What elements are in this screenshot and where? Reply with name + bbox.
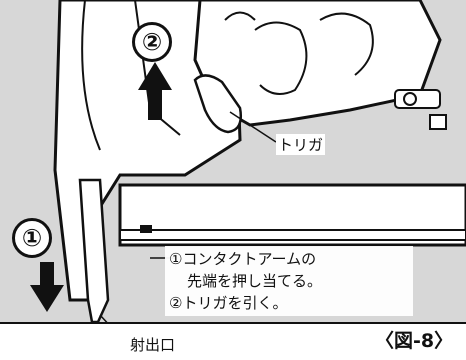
figure-caption: 〈図-8〉: [375, 330, 454, 352]
instruction-note: ①コンタクトアームの 先端を押し当てる。 ②トリガを引く。: [165, 246, 413, 316]
trigger-leader: [229, 111, 277, 143]
contact-arm: [78, 178, 110, 322]
lock-tab: [429, 114, 447, 130]
nailer-drawing: [30, 0, 466, 322]
instruction-line-2: 先端を押し当てる。: [187, 272, 323, 290]
step-1-marker: ①: [12, 218, 52, 258]
trigger: [193, 74, 242, 134]
adjuster-knob: [403, 92, 417, 106]
nozzle-label: 射出口: [128, 334, 178, 355]
trigger-label: トリガ: [276, 134, 326, 155]
step-2-marker: ②: [132, 22, 172, 62]
instruction-line-3: ②トリガを引く。: [169, 294, 288, 312]
magazine-slot: [140, 225, 152, 233]
nozzle-leader: [99, 314, 108, 322]
depth-adjuster: [394, 89, 441, 109]
body-inner-curve: [81, 0, 101, 151]
magazine-rail: [119, 229, 466, 241]
instruction-line-1: ①コンタクトアームの: [169, 250, 317, 268]
arrow-up: [138, 62, 172, 120]
nailer-illustration: ② ① トリガ ①コンタクトアームの 先端を押し当てる。 ②トリガを引く。: [0, 0, 466, 324]
arrow-down: [30, 262, 64, 312]
